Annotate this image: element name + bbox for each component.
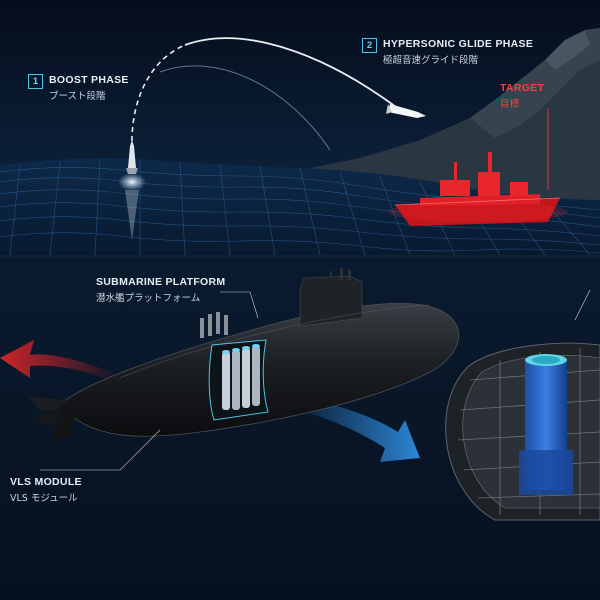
vls-detail-section [445, 289, 600, 521]
boost-missile [118, 140, 146, 240]
target-subtitle: 目標 [500, 99, 520, 110]
boost-phase-subtitle: ブースト段階 [49, 91, 106, 102]
boost-phase-title: BOOST PHASE [49, 74, 129, 86]
target-title: TARGET [500, 82, 545, 94]
glide-phase-subtitle: 極超音速グライド段階 [383, 55, 479, 66]
boost-trajectory [131, 44, 186, 151]
vls-module-label: VLS MODULE VLS モジュール [10, 476, 82, 504]
red-direction-arrow [0, 340, 120, 385]
glide-phase-title: HYPERSONIC GLIDE PHASE [383, 38, 534, 50]
target-label: TARGET 目標 [500, 82, 544, 110]
submarine-platform-label: SUBMARINE PLATFORM 潜水艦プラットフォーム [96, 276, 225, 304]
target-ship [388, 152, 568, 226]
vls-cutaway [208, 339, 269, 421]
coastal-mountains [300, 28, 600, 200]
phase-1-number: 1 [28, 74, 43, 89]
sea-surface [0, 158, 600, 255]
deck-missile-tubes [200, 312, 228, 338]
secondary-trajectory [159, 65, 331, 151]
submarine-leader-line [220, 291, 259, 319]
submarine-platform-title: SUBMARINE PLATFORM [96, 276, 226, 288]
glide-vehicle [386, 104, 426, 118]
vls-leader-line [40, 429, 161, 471]
phase-2-number: 2 [362, 38, 377, 53]
glide-phase-label: 2 HYPERSONIC GLIDE PHASE 極超音速グライド段階 [362, 38, 533, 66]
vls-module-subtitle: VLS モジュール [10, 493, 78, 504]
panel-divider [0, 255, 600, 257]
boost-phase-label: 1 BOOST PHASE ブースト段階 [28, 74, 129, 102]
vls-module-title: VLS MODULE [10, 476, 82, 488]
glide-trajectory [184, 37, 401, 111]
submarine-platform-subtitle: 潜水艦プラットフォーム [96, 293, 201, 304]
blue-direction-arrow [290, 398, 420, 462]
